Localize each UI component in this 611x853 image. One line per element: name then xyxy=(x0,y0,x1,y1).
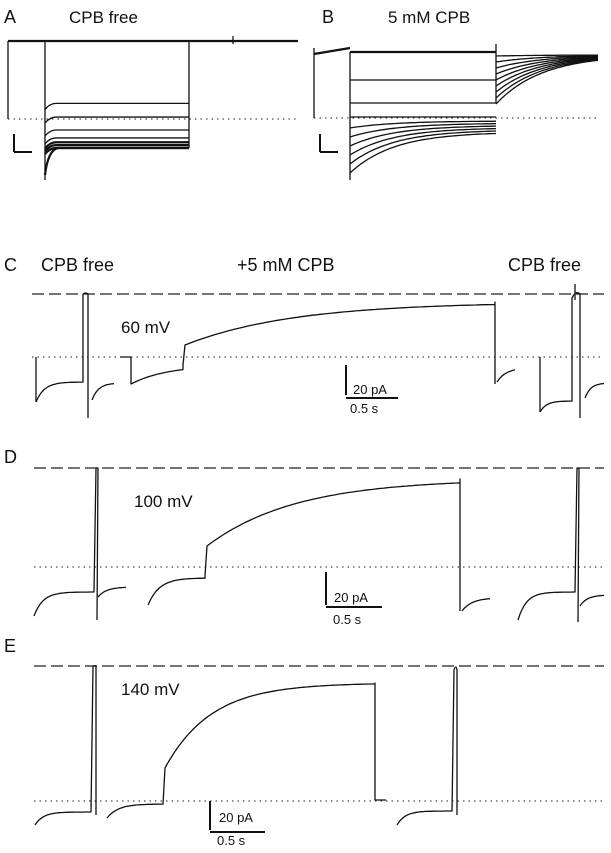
panel-c-left-control xyxy=(35,292,89,418)
panel-d-cpb-trace xyxy=(147,478,461,611)
panel-d-right-control xyxy=(517,467,580,623)
panel-c-scale-current: 20 pA xyxy=(353,382,387,397)
panel-b-relax-4 xyxy=(349,130,497,165)
panel-c-cpb-trace xyxy=(120,301,496,385)
panel-a-trace-1 xyxy=(44,102,189,110)
panel-c-cpb-tail xyxy=(496,369,516,383)
panel-b-tail-5 xyxy=(495,57,599,87)
panel-label-c: C xyxy=(4,255,17,275)
panel-b-relax-0 xyxy=(349,120,497,129)
panel-c-right-tail xyxy=(584,382,605,399)
panel-a-trace-6 xyxy=(44,144,189,152)
panel-b-tail-0 xyxy=(495,54,598,57)
panel-b-relax-5 xyxy=(349,132,497,174)
panel-d-left-tail xyxy=(97,586,126,598)
panel-label-a: A xyxy=(4,7,16,27)
panel-c-scale-time: 0.5 s xyxy=(350,401,379,416)
panel-label-e: E xyxy=(4,636,16,656)
panel-b-relax-3 xyxy=(349,127,497,156)
panel-label-b: B xyxy=(322,7,334,27)
panel-e-voltage: 140 mV xyxy=(121,680,180,699)
panel-b-tail-8 xyxy=(495,59,599,105)
panel-a-trace-3 xyxy=(44,129,189,137)
panel-d-voltage: 100 mV xyxy=(134,492,193,511)
panel-b-relax-1 xyxy=(349,123,496,138)
panel-e-scale-time: 0.5 s xyxy=(217,833,246,848)
panel-c-right-condition: CPB free xyxy=(508,255,581,275)
panel-a-trace-4 xyxy=(44,137,189,145)
panel-a-trace-2 xyxy=(44,116,189,124)
panel-e-right-control xyxy=(396,666,458,826)
panel-label-d: D xyxy=(4,447,17,467)
panel-c-right-control xyxy=(539,292,581,418)
panel-d-cpb-tail xyxy=(461,598,491,612)
panel-d-right-tail xyxy=(579,594,605,607)
panel-a-trace-5 xyxy=(44,141,189,149)
panel-b-tail-2 xyxy=(495,55,599,69)
panel-b-tail-4 xyxy=(495,57,599,81)
panel-e-cpb-trace xyxy=(106,682,386,819)
panel-b-tail-6 xyxy=(495,58,599,93)
panel-e-left-control xyxy=(34,664,97,826)
panel-b-tail-1 xyxy=(495,55,598,63)
panel-c-left-tail xyxy=(91,382,115,401)
panel-d-left-control xyxy=(33,467,99,621)
panel-b-tail-7 xyxy=(495,59,599,99)
panel-c-mid-condition: +5 mM CPB xyxy=(237,255,335,275)
panel-a-trace-max xyxy=(43,146,189,176)
panel-b-tail-3 xyxy=(495,56,599,75)
panel-e-scale-current: 20 pA xyxy=(219,810,253,825)
panel-c-left-condition: CPB free xyxy=(41,255,114,275)
panel-c-voltage: 60 mV xyxy=(121,318,171,337)
panel-d-scale-current: 20 pA xyxy=(334,590,368,605)
panel-b-baseline-pre xyxy=(313,46,351,56)
panel-b-title: 5 mM CPB xyxy=(388,8,470,27)
panel-b-relax-2 xyxy=(349,125,497,147)
panel-a-title: CPB free xyxy=(69,8,138,27)
panel-d-scale-time: 0.5 s xyxy=(333,612,362,627)
